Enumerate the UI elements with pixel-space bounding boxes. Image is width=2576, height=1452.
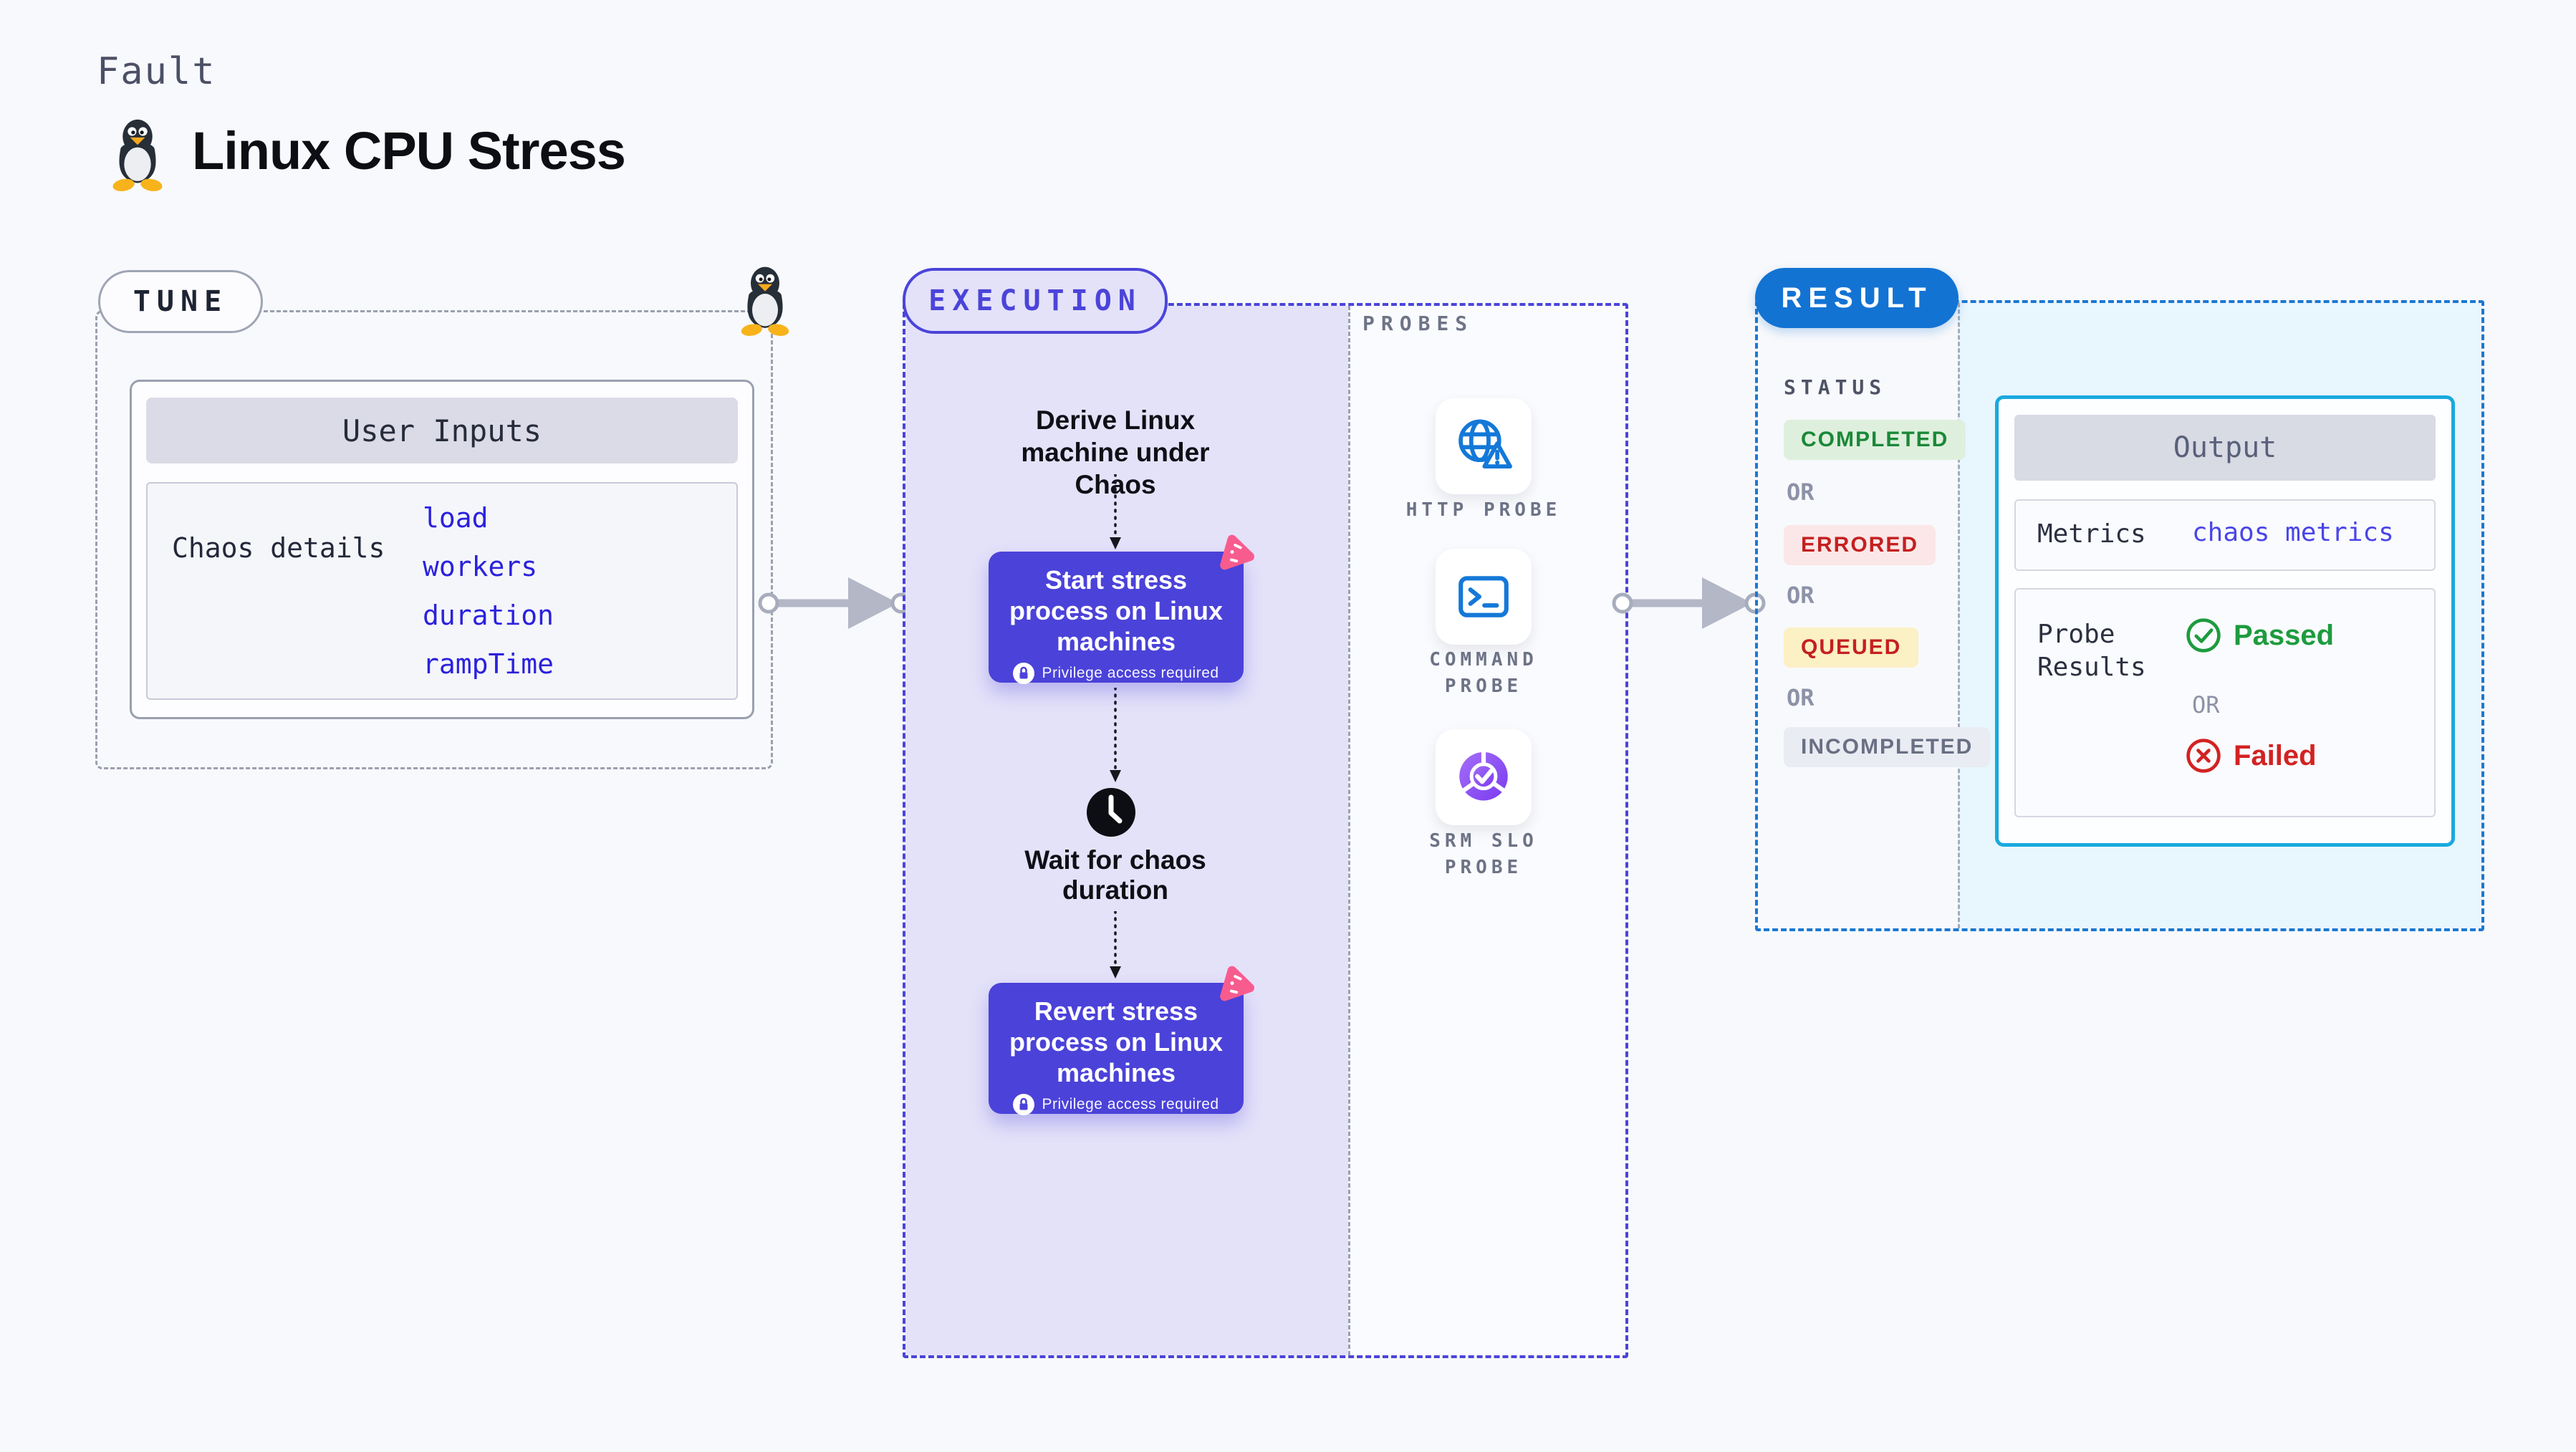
dotted-arrow-icon [1110,474,1121,549]
chaos-metrics-link[interactable]: chaos metrics [2192,518,2394,547]
status-badge-incompleted: INCOMPLETED [1784,727,1991,767]
chaos-logo-icon [1210,959,1258,1007]
x-circle-icon [2186,739,2221,773]
wait-step-label: Wait for chaos duration [1024,845,1206,905]
probe-result-passed: Passed [2185,617,2334,654]
output-header: Output [2014,415,2436,481]
or-label: OR [1787,684,1815,711]
probes-label: PROBES [1363,312,1474,335]
http-probe-label: HTTP PROBE [1405,499,1562,521]
dotted-arrow-icon [1110,688,1121,782]
user-inputs-card: User Inputs Chaos details load workers d… [130,380,754,719]
command-probe-label: COMMAND PROBE [1429,649,1538,697]
or-label: OR [1787,479,1815,506]
revert-stress-label: Revert stress process on Linux machines [1009,996,1224,1087]
http-probe-card [1436,398,1532,494]
execution-pill: EXECUTION [903,268,1168,334]
derive-step-label: Derive Linux machine under Chaos [1021,405,1210,499]
lock-icon [1013,663,1035,684]
connector-arrow-execution-result [1612,573,1766,633]
clock-icon [1087,788,1135,837]
result-divider [1958,303,1960,928]
or-label: OR [2192,691,2220,718]
user-inputs-header: User Inputs [146,398,738,463]
srm-slo-probe-card [1436,729,1532,825]
probe-results-label: Probe Results [2037,620,2146,682]
status-label: STATUS [1784,375,1887,399]
chaos-details-row: Chaos details load workers duration ramp… [146,482,738,700]
metrics-label: Metrics [2037,519,2146,549]
privilege-note: Privilege access required [1042,1096,1219,1112]
lock-icon [1013,1094,1035,1115]
start-stress-node: Start stress process on Linux machines P… [989,552,1244,684]
chaos-details-label: Chaos details [172,532,385,564]
status-badge-completed: COMPLETED [1784,420,1966,460]
globe-alert-icon [1458,419,1512,468]
input-link-duration[interactable]: duration [423,600,554,631]
tune-pill: TUNE [98,270,263,333]
start-stress-label: Start stress process on Linux machines [1009,565,1224,656]
linux-tux-corner-icon [736,262,794,337]
failed-label: Failed [2234,739,2317,771]
passed-label: Passed [2234,619,2335,651]
chaos-logo-icon [1210,528,1258,576]
command-probe-card [1436,549,1532,645]
slo-donut-icon [1459,750,1508,801]
probe-result-failed: Failed [2185,737,2317,774]
input-link-ramptime[interactable]: rampTime [423,648,554,680]
metrics-row: Metrics chaos metrics [2014,499,2436,571]
input-link-load[interactable]: load [423,502,489,534]
or-label: OR [1787,582,1815,609]
tune-section [95,310,773,769]
status-badge-queued: QUEUED [1784,628,1919,668]
terminal-icon [1458,576,1509,617]
connector-arrow-tune-execution [758,573,912,633]
fault-kicker: Fault [97,50,216,93]
page-title: Linux CPU Stress [192,121,626,181]
srm-slo-probe-label: SRM SLO PROBE [1429,830,1538,878]
dotted-arrow-icon [1110,911,1121,979]
result-pill: RESULT [1755,268,1959,328]
linux-tux-icon [107,115,168,192]
output-card: Output Metrics chaos metrics Probe Resul… [1995,395,2455,847]
status-badge-errored: ERRORED [1784,525,1936,565]
revert-stress-node: Revert stress process on Linux machines … [989,983,1244,1115]
check-circle-icon [2186,618,2221,653]
input-link-workers[interactable]: workers [423,551,538,582]
probe-results-row: Probe Results Passed OR Failed [2014,588,2436,817]
privilege-note: Privilege access required [1042,665,1219,681]
